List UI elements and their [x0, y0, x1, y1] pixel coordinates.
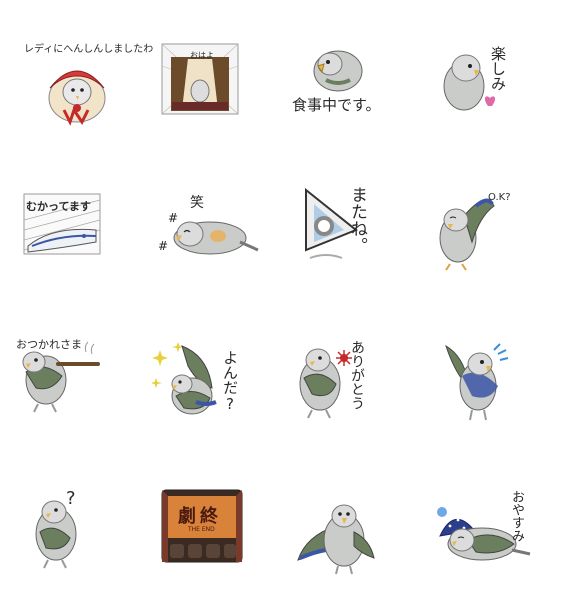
sticker-caption: おはよ: [190, 51, 214, 60]
sticker-caption: 楽しみ: [489, 46, 507, 91]
sticker-question[interactable]: ?: [30, 488, 150, 600]
sticker-caption: 笑: [190, 195, 204, 211]
sticker-see-you[interactable]: またね。: [296, 180, 416, 290]
sticker-spread-wings[interactable]: [296, 496, 416, 600]
sticker-eating[interactable]: 食事中です。: [290, 36, 410, 146]
sticker-good-work[interactable]: おつかれさま: [12, 336, 132, 446]
sticker-laughing[interactable]: # # 笑: [154, 190, 274, 300]
sticker-caption: おつかれさま: [16, 338, 82, 351]
sticker-caption: 食事中です。: [292, 96, 381, 114]
svg-text:#: #: [168, 211, 178, 225]
theater-subtitle: THE END: [188, 526, 215, 533]
sticker-ok[interactable]: O.K?: [436, 186, 556, 296]
sticker-on-my-way[interactable]: むかってます: [22, 190, 142, 300]
theater-title: 劇終: [178, 506, 222, 527]
sticker-good-morning[interactable]: おはよ: [160, 36, 280, 146]
sticker-caption: ?: [66, 488, 76, 509]
sticker-caption: むかってます: [26, 200, 91, 213]
svg-text:#: #: [158, 239, 168, 253]
sticker-surprised[interactable]: [440, 336, 560, 446]
sticker-thank-you[interactable]: ありがとう: [296, 334, 416, 444]
sticker-lady-bonnet[interactable]: レディにへんしんしましたわ: [22, 36, 153, 146]
sticker-caption: O.K?: [488, 192, 511, 203]
sticker-looking-forward[interactable]: 楽しみ: [438, 36, 558, 146]
sticker-caption: ありがとう: [349, 340, 365, 410]
sticker-caption: よんだ?: [221, 350, 239, 413]
sticker-did-you-call[interactable]: よんだ?: [152, 336, 272, 446]
sticker-caption: またね。: [347, 186, 367, 254]
sticker-caption: おやすみ: [509, 490, 524, 542]
sticker-caption: レディにへんしんしましたわ: [24, 44, 154, 55]
sticker-good-night[interactable]: おやすみ: [434, 490, 554, 600]
sticker-the-end[interactable]: 劇終 THE END: [160, 488, 280, 598]
